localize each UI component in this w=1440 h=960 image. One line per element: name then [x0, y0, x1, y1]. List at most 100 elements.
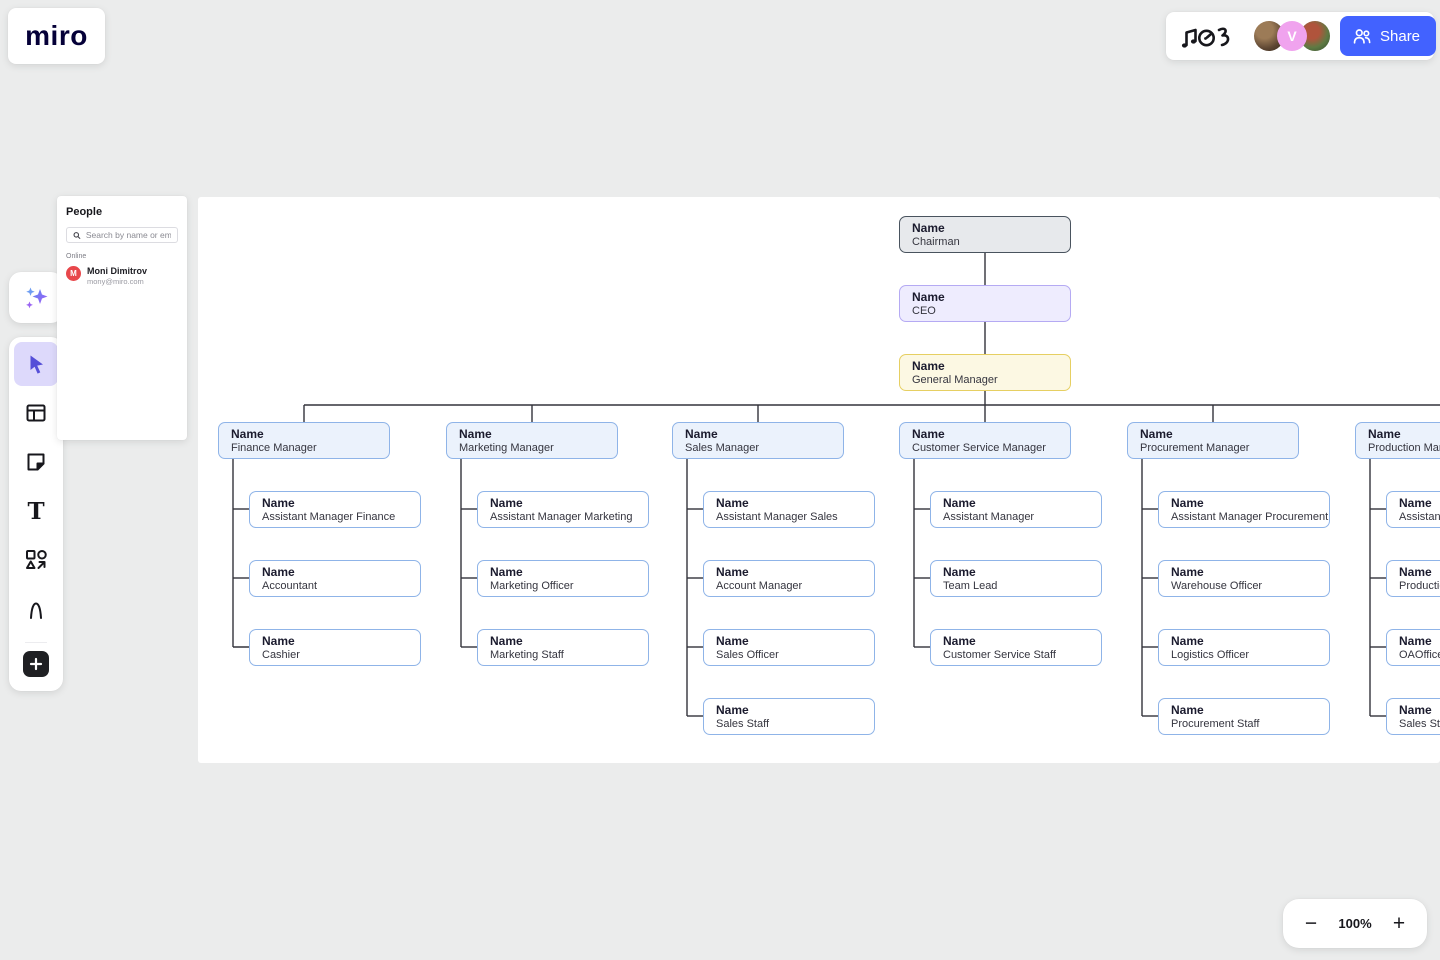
people-panel: People Online M Moni Dimitrov mony@miro.…	[57, 196, 187, 440]
zoom-level: 100%	[1338, 916, 1372, 931]
org-node-role: Warehouse Officer	[1171, 580, 1263, 592]
share-people-icon	[1353, 29, 1371, 44]
org-node-name: Name	[262, 496, 295, 510]
org-node-name: Name	[912, 427, 945, 441]
org-node-role: Marketing Staff	[490, 649, 564, 661]
text-tool-button[interactable]: T	[14, 489, 58, 533]
org-node-name: Name	[1399, 496, 1432, 510]
share-button[interactable]: Share	[1340, 16, 1437, 56]
user-name: Moni Dimitrov	[87, 266, 147, 276]
people-panel-title: People	[66, 206, 103, 218]
pen-tool-button[interactable]	[14, 587, 58, 631]
shapes-tool-button[interactable]	[14, 538, 58, 582]
tools-toolbar: T	[9, 337, 63, 691]
org-node-name: Name	[716, 565, 749, 579]
org-node-name: Name	[943, 565, 976, 579]
cursor-icon	[30, 355, 43, 374]
org-node-name: Name	[1399, 565, 1432, 579]
reactions-doodle-icon[interactable]	[1178, 19, 1236, 53]
org-node-role: Marketing Manager	[459, 442, 554, 454]
ai-assist-card	[9, 272, 63, 323]
org-node-role: Sales Manager	[685, 442, 759, 454]
org-node-role: Sales Staff	[1399, 718, 1440, 730]
org-node-role: Assistant Manager Production	[1399, 511, 1440, 523]
org-node-name: Name	[912, 359, 945, 373]
online-user-row[interactable]: M Moni Dimitrov mony@miro.com	[66, 266, 178, 286]
user-email: mony@miro.com	[87, 276, 144, 286]
org-node-name: Name	[912, 290, 945, 304]
text-tool-icon: T	[27, 497, 45, 525]
org-node-role: Sales Officer	[716, 649, 779, 661]
collaborator-avatar-2[interactable]: V	[1277, 21, 1307, 51]
org-chart-connectors	[232, 253, 1440, 717]
miro-logo-card[interactable]: miro	[8, 8, 105, 64]
collaboration-bar: V Share	[1166, 12, 1437, 60]
org-node-name: Name	[716, 496, 749, 510]
select-tool-button[interactable]	[14, 342, 58, 386]
zoom-out-button[interactable]: −	[1297, 910, 1325, 938]
org-node-role: OAOfficer	[1399, 649, 1440, 661]
collaborator-avatars: V	[1254, 21, 1330, 51]
zoom-in-button[interactable]: +	[1385, 910, 1413, 938]
org-node-name: Name	[1140, 427, 1173, 441]
pen-icon	[30, 602, 42, 619]
sticky-note-tool-button[interactable]	[14, 440, 58, 484]
org-node-name: Name	[1368, 427, 1401, 441]
org-node-role: General Manager	[912, 374, 998, 386]
user-avatar: M	[66, 266, 81, 281]
org-node-role: Production Officer	[1399, 580, 1440, 592]
search-icon	[73, 231, 81, 239]
org-node-oaofficer[interactable]: NameOAOfficer	[1386, 629, 1440, 666]
org-node-role: Customer Service Staff	[943, 649, 1056, 661]
plus-icon	[29, 657, 43, 671]
org-node-name: Name	[1171, 703, 1204, 717]
org-node-role: Customer Service Manager	[912, 442, 1046, 454]
add-more-tools-button[interactable]	[23, 651, 49, 677]
ai-assist-button[interactable]	[14, 276, 58, 320]
org-node-name: Name	[1399, 703, 1432, 717]
org-node-role: Finance Manager	[231, 442, 317, 454]
share-button-label: Share	[1380, 27, 1421, 45]
online-label: Online	[66, 253, 87, 260]
toolbar-divider	[25, 642, 47, 643]
people-search-input[interactable]	[85, 230, 171, 240]
people-search[interactable]	[66, 227, 178, 243]
org-node-role: Procurement Manager	[1140, 442, 1250, 454]
miro-logo: miro	[25, 20, 88, 51]
org-node-role: Assistant Manager Marketing	[490, 511, 633, 523]
org-node-name: Name	[716, 634, 749, 648]
templates-tool-button[interactable]	[14, 391, 58, 435]
templates-icon	[26, 404, 46, 422]
org-node-role: Assistant Manager Procurement	[1171, 511, 1329, 523]
